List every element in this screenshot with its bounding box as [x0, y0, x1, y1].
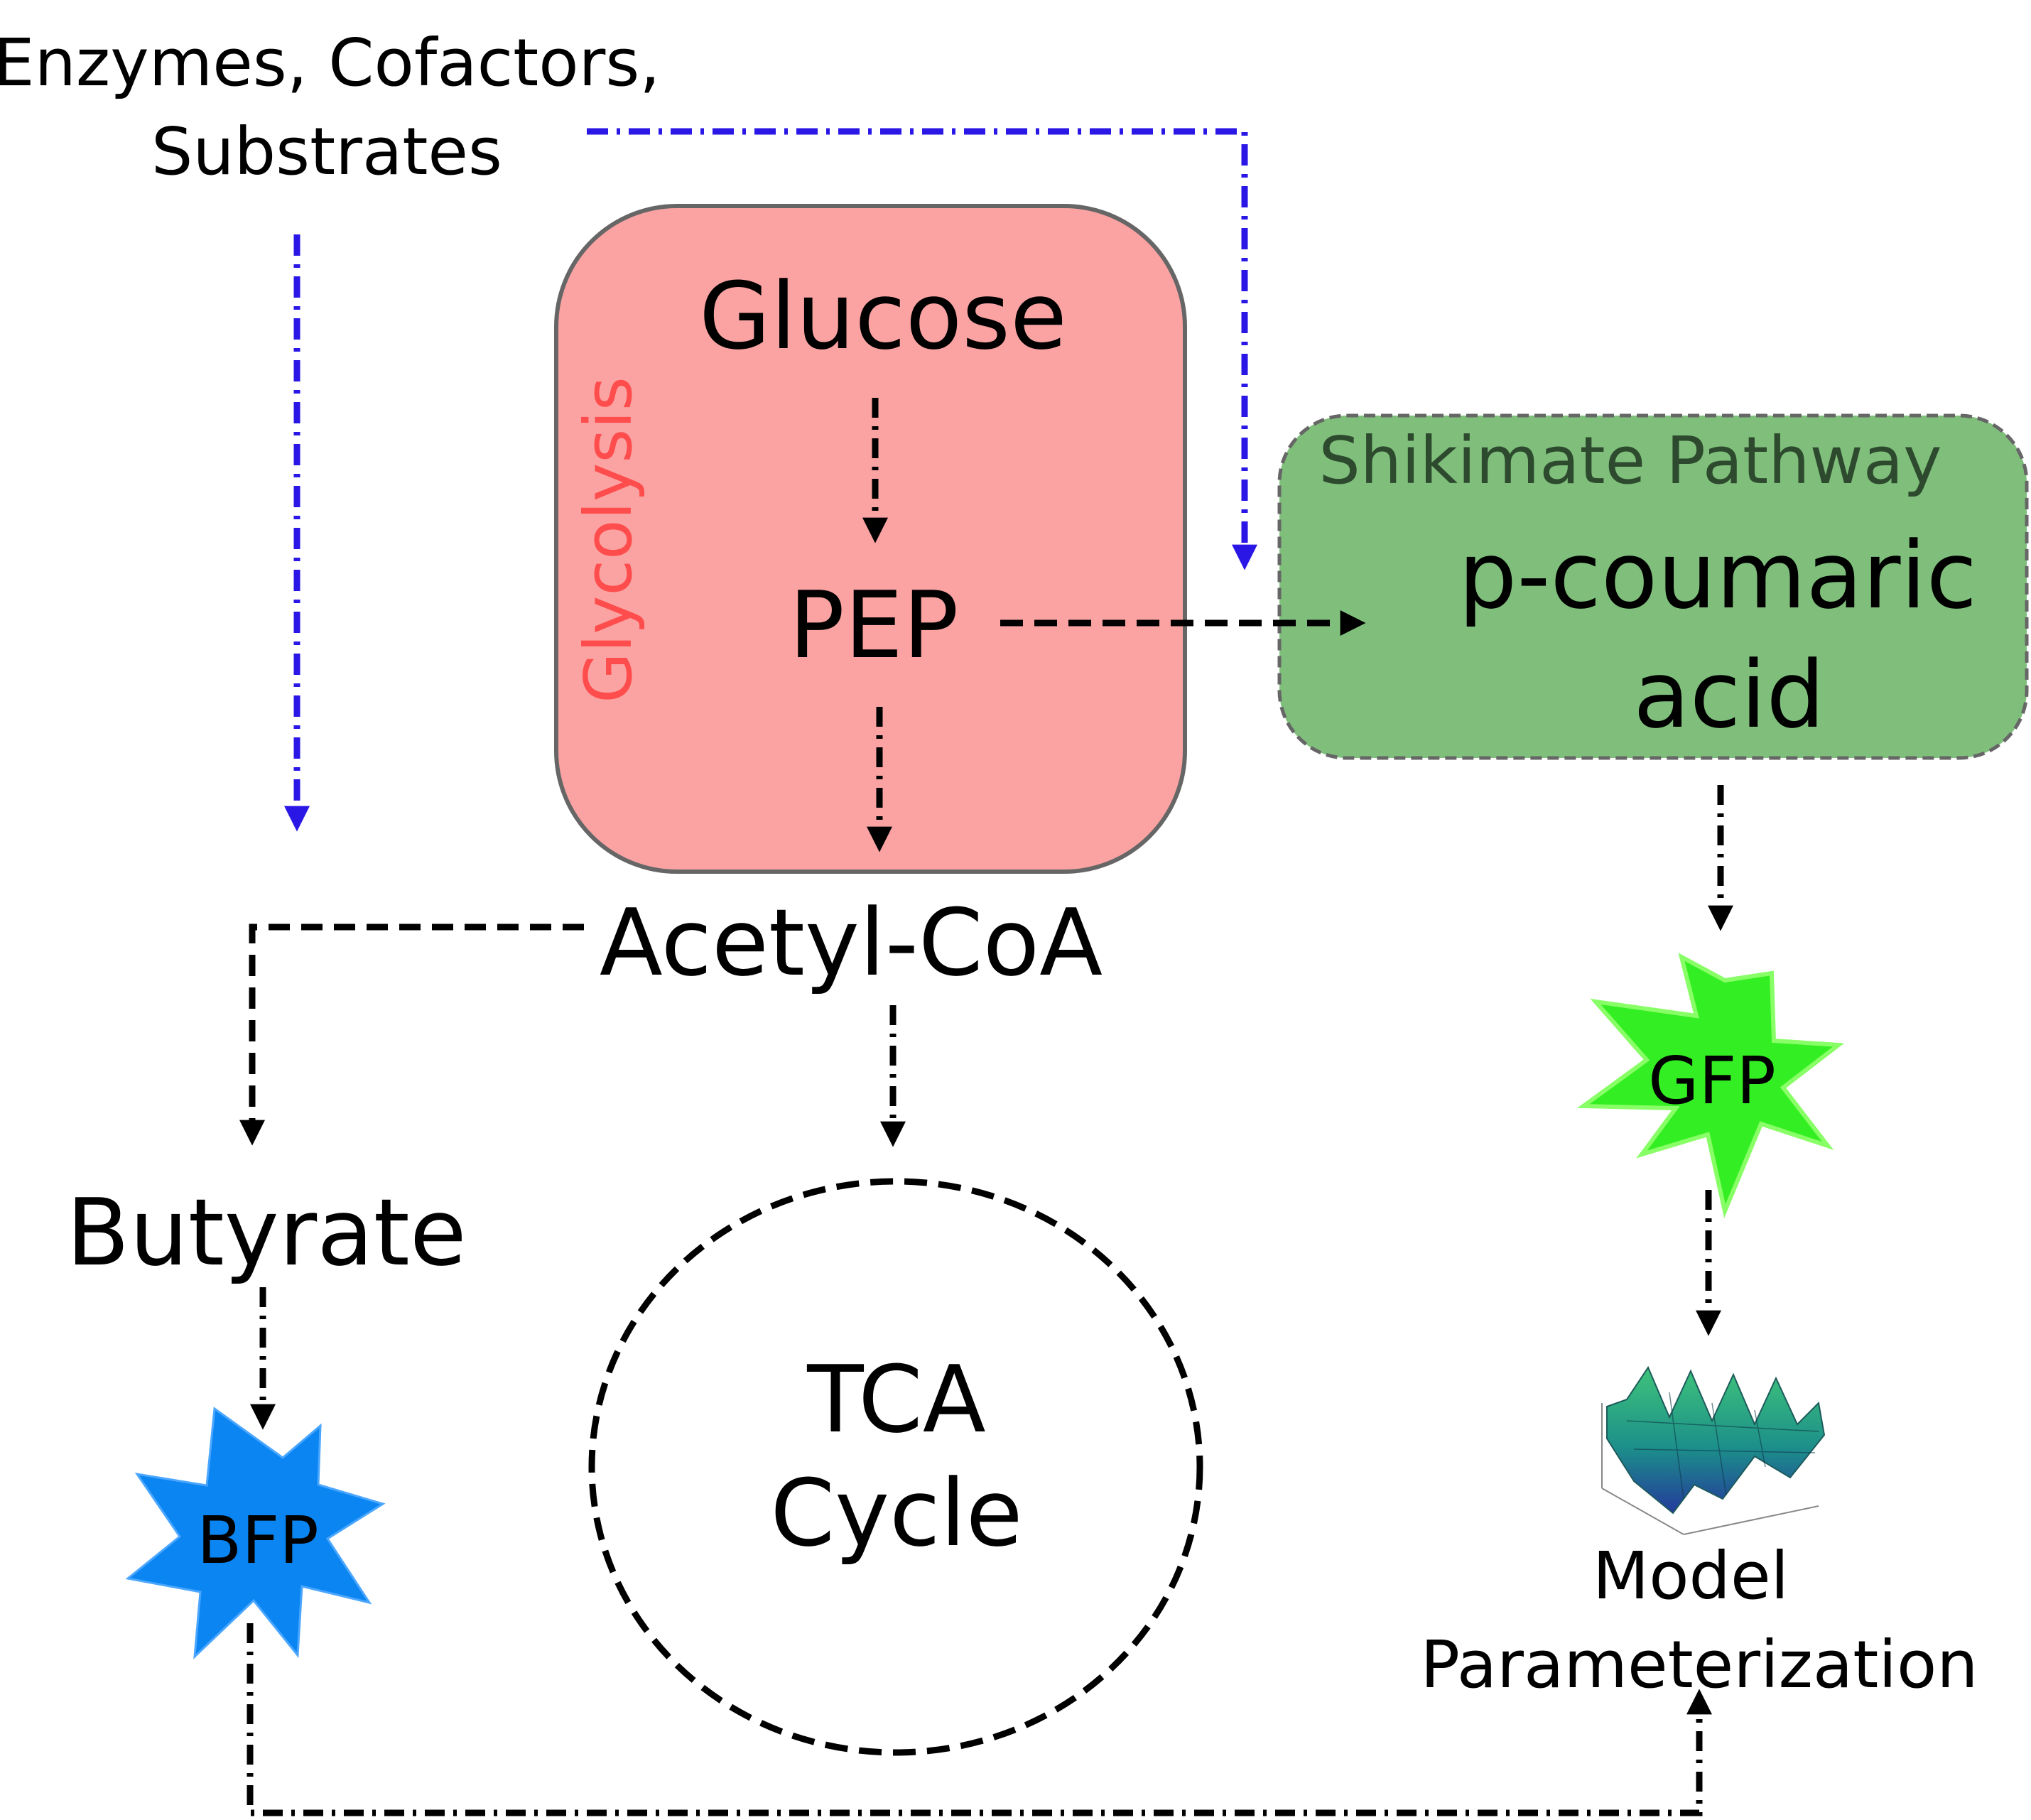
- acid-label: acid: [1633, 641, 1825, 749]
- model-label-line2: Parameterization: [1420, 1627, 1978, 1703]
- model-label-line1: Model: [1593, 1538, 1789, 1614]
- tca-label-line2: Cycle: [770, 1459, 1022, 1567]
- arrow-acetylcoa-to-butyrate: [239, 923, 584, 1146]
- tca-cycle-circle: [588, 1178, 1203, 1756]
- tca-label-line1: TCA: [806, 1345, 986, 1453]
- bfp-label: BFP: [197, 1502, 319, 1578]
- gfp-star-icon: [1577, 953, 1845, 1218]
- pep-label: PEP: [789, 571, 959, 679]
- inputs-line1: Enzymes, Cofactors,: [0, 25, 661, 101]
- bfp-star-icon: [125, 1407, 386, 1659]
- inputs-line2: Substrates: [151, 114, 502, 190]
- p-coumaric-label: p-coumaric: [1458, 521, 1977, 629]
- acetyl-coa-label: Acetyl-CoA: [600, 889, 1103, 997]
- glucose-label: Glucose: [699, 262, 1067, 370]
- arrow-inputs-to-shikimate: [587, 128, 1257, 570]
- shikimate-box: [1277, 413, 2029, 760]
- butyrate-label: Butyrate: [66, 1179, 467, 1287]
- arrow-bfp-to-model: [247, 1623, 1712, 1816]
- gfp-label: GFP: [1648, 1043, 1776, 1119]
- glycolysis-label: Glycolysis: [570, 377, 646, 703]
- 3d-surface-plot-icon: [1601, 1365, 1826, 1535]
- shikimate-label: Shikimate Pathway: [1318, 423, 1941, 499]
